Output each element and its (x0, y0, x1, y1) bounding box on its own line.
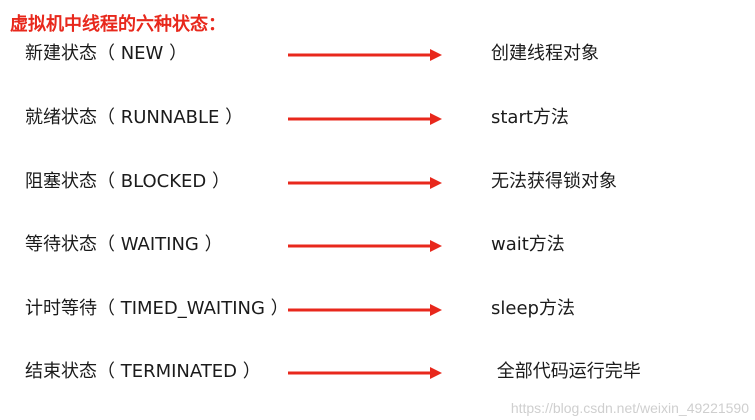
state-label: 结束状态（ TERMINATED ） (25, 361, 261, 382)
state-label: 阻塞状态（ BLOCKED ） (25, 171, 230, 192)
arrow-right-icon (288, 304, 442, 316)
state-description: start方法 (491, 107, 569, 128)
state-label: 就绪状态（ RUNNABLE ） (25, 107, 244, 128)
state-description: sleep方法 (491, 298, 575, 319)
arrow-right-icon (288, 367, 442, 379)
state-description: 无法获得锁对象 (491, 171, 617, 192)
arrow-right-icon (288, 177, 442, 189)
state-row-terminated: 结束状态（ TERMINATED ） 全部代码运行完毕 (0, 357, 755, 387)
state-row-new: 新建状态（ NEW ） 创建线程对象 (0, 39, 755, 69)
state-label: 新建状态（ NEW ） (25, 43, 188, 64)
state-description: wait方法 (491, 234, 565, 255)
watermark: https://blog.csdn.net/weixin_49221590 (510, 400, 749, 416)
state-row-blocked: 阻塞状态（ BLOCKED ） 无法获得锁对象 (0, 167, 755, 197)
state-row-timed-waiting: 计时等待（ TIMED_WAITING ） sleep方法 (0, 294, 755, 324)
arrow-right-icon (288, 113, 442, 125)
state-row-waiting: 等待状态（ WAITING ） wait方法 (0, 230, 755, 260)
arrow-right-icon (288, 240, 442, 252)
page-title: 虚拟机中线程的六种状态： (10, 14, 226, 35)
state-row-runnable: 就绪状态（ RUNNABLE ） start方法 (0, 103, 755, 133)
arrow-right-icon (288, 49, 442, 61)
state-description: 全部代码运行完毕 (491, 361, 641, 382)
state-description: 创建线程对象 (491, 43, 599, 64)
state-label: 等待状态（ WAITING ） (25, 234, 223, 255)
state-label: 计时等待（ TIMED_WAITING ） (25, 298, 289, 319)
